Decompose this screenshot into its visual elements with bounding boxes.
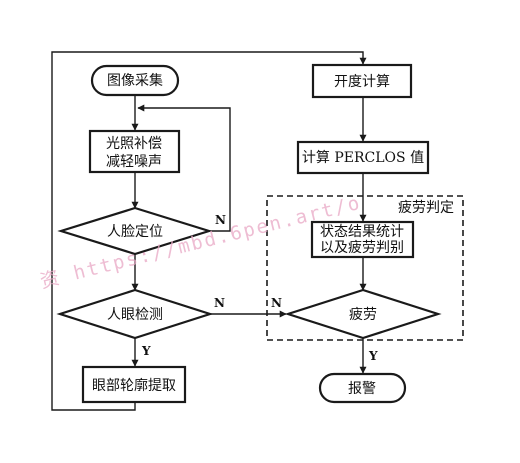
node-fatigue: 疲劳 <box>284 288 442 340</box>
node-image-capture: 图像采集 <box>90 64 180 97</box>
node-stats-judgement-line2: 以及疲劳判别 <box>320 239 404 256</box>
branch-fatigue-no: N <box>271 296 282 310</box>
branch-eye-no: N <box>214 296 225 310</box>
node-eye-contour-label: 眼部轮廓提取 <box>92 377 176 394</box>
node-face-locate: 人脸定位 <box>57 206 213 256</box>
node-openness-calc-label: 开度计算 <box>334 74 390 90</box>
node-perclos-calc-label: 计算 PERCLOS 值 <box>302 150 424 166</box>
loop-face-no <box>137 104 231 232</box>
node-eye-detect: 人眼检测 <box>56 288 214 340</box>
node-alarm-label: 报警 <box>348 381 376 397</box>
node-fatigue-label: 疲劳 <box>349 306 377 323</box>
node-light-compensation: 光照补偿 减轻噪声 <box>88 129 181 174</box>
fatigue-judgement-group-label: 疲劳判定 <box>398 199 454 216</box>
node-eye-contour: 眼部轮廓提取 <box>81 365 187 404</box>
loop-contour-to-openness <box>51 51 367 411</box>
node-image-capture-label: 图像采集 <box>107 72 163 89</box>
node-light-compensation-line1: 光照补偿 <box>106 136 162 152</box>
node-face-locate-label: 人脸定位 <box>107 224 163 240</box>
node-perclos-calc: 计算 PERCLOS 值 <box>296 140 430 175</box>
node-eye-detect-label: 人眼检测 <box>107 307 163 323</box>
branch-face-no: N <box>215 213 226 227</box>
node-stats-judgement: 状态结果统计 以及疲劳判别 <box>310 220 415 259</box>
node-stats-judgement-line1: 状态结果统计 <box>320 224 404 240</box>
node-alarm: 报警 <box>318 372 407 404</box>
node-light-compensation-line2: 减轻噪声 <box>106 154 162 170</box>
branch-fatigue-yes: Y <box>368 349 378 363</box>
branch-eye-yes: Y <box>141 344 151 358</box>
node-openness-calc: 开度计算 <box>311 63 413 99</box>
